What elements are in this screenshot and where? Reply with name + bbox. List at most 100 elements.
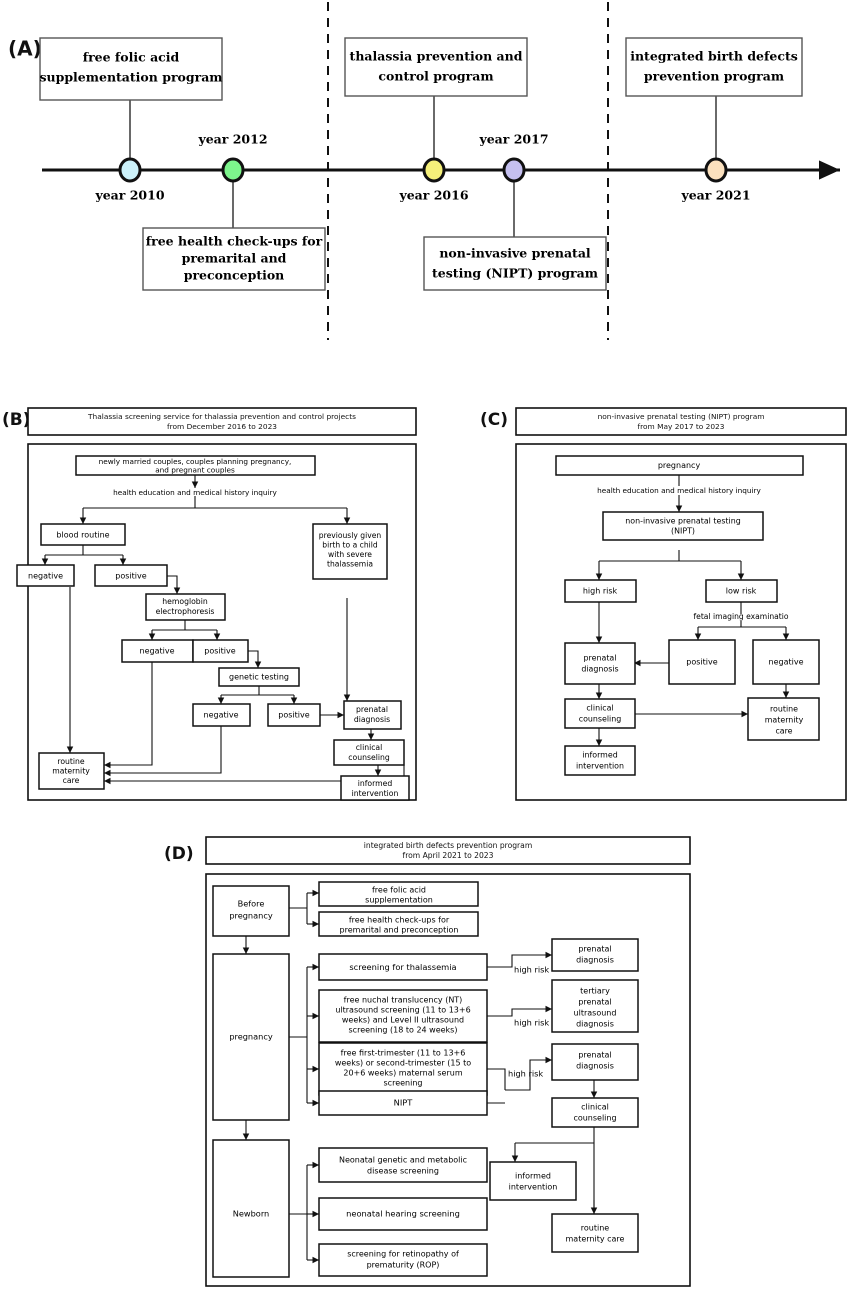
node-pd2-line2: diagnosis [576,1062,614,1071]
box-integrated-program [625,37,803,97]
node-pregnancy [555,455,804,476]
box-integrated-line2: prevention program [644,69,784,84]
label-high-risk-3: high risk [508,1069,543,1079]
node-neonatal-genetic-screening [318,1147,488,1183]
node-positive [668,639,736,685]
node-rmc-line1: routine [581,1224,610,1233]
node-pregnancy [212,953,290,1121]
node-checkups-line2: premarital and preconception [340,926,459,935]
node-rmc-line1: routine [770,705,798,714]
node-prevchild-line1: previously given [319,531,382,540]
box-thalassia-program [344,37,528,97]
node-neonatal-hearing-screening [318,1197,488,1231]
node-gt-positive [267,703,321,727]
node-routine-maternity-care [747,697,820,741]
node-pd-line2: diagnosis [354,715,390,724]
node-br-positive [94,564,168,587]
node-genetic-testing-label: genetic testing [229,673,289,682]
node-prevchild-line3: with severe [328,550,372,559]
node-blood-routine [40,523,126,546]
node-high-risk-label: high risk [583,587,618,596]
node-ii-line2: intervention [509,1183,558,1192]
node-clinical-counseling [333,739,405,766]
node-hb-positive [192,639,249,663]
node-prevchild-line4: thalassemia [327,560,373,569]
node-pregnancy-label: pregnancy [229,1032,273,1042]
box-thal-line2: control program [378,69,493,84]
node-low-risk-label: low risk [726,587,757,596]
node-rop-line2: prematurity (ROP) [367,1261,440,1270]
milestone-marker-2021 [704,157,728,183]
node-thal-label: screening for thalassemia [349,962,456,972]
node-rop-screening [318,1243,488,1277]
milestone-marker-2016 [422,157,446,183]
node-newborn-label: Newborn [233,1209,269,1219]
box-nipt-line2: testing (NIPT) program [432,266,598,281]
node-tertiary-ultrasound-diagnosis [551,979,639,1033]
node-prenatal-diagnosis [564,642,636,685]
panel-d-label: (D) [164,844,194,864]
edge-serum-join [487,1068,506,1090]
node-rmc-line2: maternity [765,716,804,725]
node-source-line1: newly married couples, couples planning … [99,457,292,466]
node-clinical-counseling [551,1097,639,1128]
node-pd-line1: prenatal [584,654,617,663]
node-nipt [602,511,764,541]
node-hb-negative-label: negative [140,647,175,656]
node-blood-routine-label: blood routine [56,531,109,540]
node-source-line2: and pregnant couples [155,466,235,475]
node-tert-line4: diagnosis [576,1020,614,1029]
milestone-marker-2010 [118,157,142,183]
box-folic-acid [39,37,223,101]
milestone-marker-2012 [221,157,245,183]
node-routine-maternity-care [551,1213,639,1253]
node-rmc-line3: care [775,727,792,736]
node-neogen-line1: Neonatal genetic and metabolic [339,1156,467,1165]
node-cc-line1: clinical [356,743,383,752]
edge-hbpos-to-gt [248,650,262,668]
node-positive-label: positive [686,658,717,667]
node-hb-positive-label: positive [204,647,235,656]
node-free-health-checkups [318,911,479,937]
node-gt-negative [192,703,251,727]
node-br-negative [16,564,75,587]
edge-label-health-education: health education and medical history inq… [113,488,277,497]
panel-d: (D) integrated birth defects prevention … [160,832,705,1294]
node-maternal-serum-screening [318,1042,488,1096]
node-serum-line4: screening [384,1079,423,1088]
node-rop-line1: screening for retinopathy of [347,1250,459,1259]
node-prenatal-diagnosis [343,700,402,730]
node-pd1-line1: prenatal [578,945,611,954]
node-serum-line3: 20+6 weeks) maternal serum [343,1069,462,1078]
node-cc-line2: counseling [348,753,390,762]
node-negative-label: negative [769,658,804,667]
year-label-2010: year 2010 [94,188,164,203]
node-source-couples [75,455,316,476]
node-previous-child [312,523,388,580]
node-gt-positive-label: positive [278,711,309,720]
panel-b-label: (B) [2,410,31,430]
node-nt-line1: free nuchal translucency (NT) [344,996,463,1005]
node-cc-line2: counseling [573,1114,616,1123]
node-free-folic-acid [318,881,479,907]
node-br-positive-label: positive [115,572,146,581]
node-nipt-line1: non-invasive prenatal testing [625,517,740,526]
node-negative [752,639,820,685]
node-newborn [212,1139,290,1278]
node-tert-line3: ultrasound [574,1009,617,1018]
year-label-2016: year 2016 [398,188,468,203]
panel-c-label: (C) [480,410,508,430]
node-nt-line4: screening (18 to 24 weeks) [349,1026,458,1035]
panel-d-title-line2: from April 2021 to 2023 [403,851,494,860]
node-bp-line1: Before [238,899,265,909]
node-high-risk [564,579,637,603]
node-informed-intervention [564,745,636,776]
box-thal-line1: thalassia prevention and [350,49,523,64]
node-bp-line2: pregnancy [229,911,273,921]
node-before-pregnancy [212,885,290,937]
node-nipt-line2: (NIPT) [671,527,695,536]
node-ii-line1: informed [358,779,393,788]
year-label-2021: year 2021 [680,188,750,203]
node-nipt-label: NIPT [394,1098,414,1108]
node-prenatal-diagnosis-1 [551,938,639,972]
